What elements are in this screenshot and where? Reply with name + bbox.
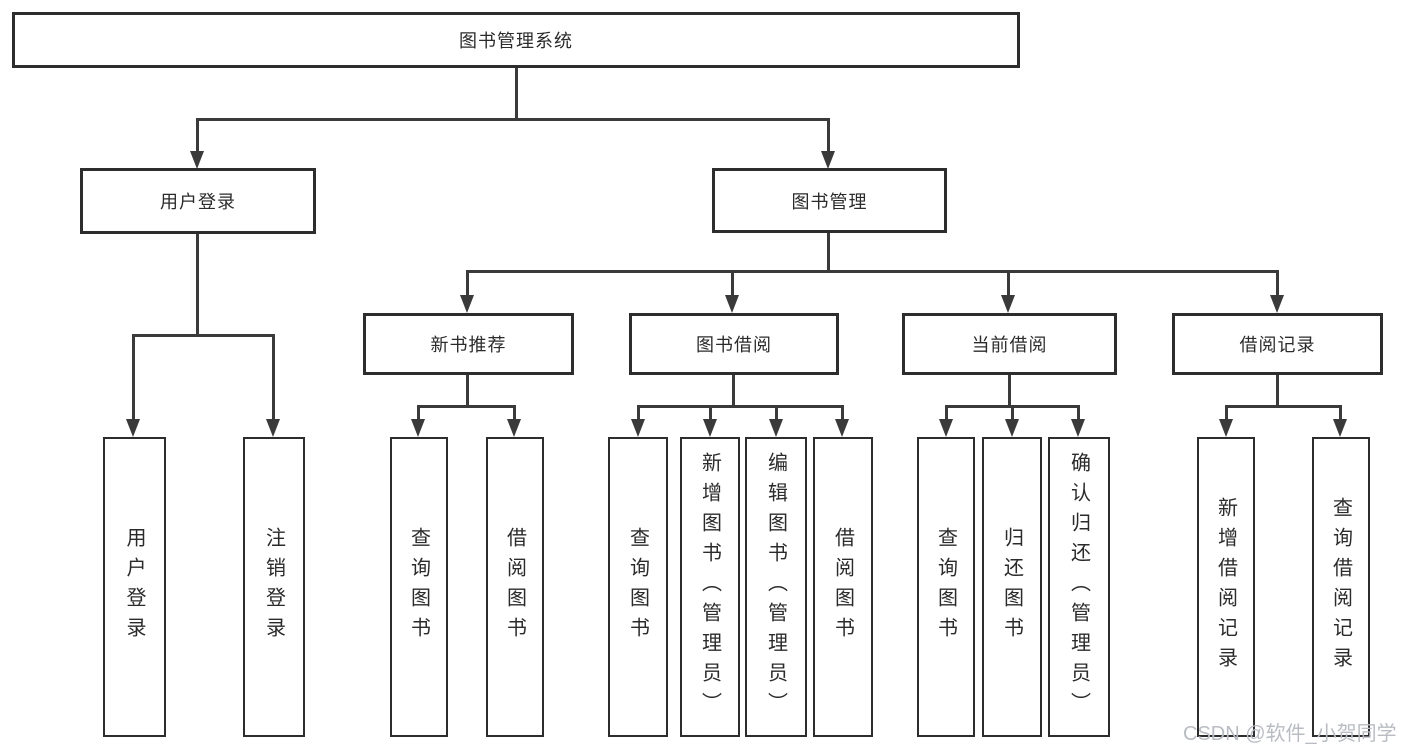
node-label: 编辑图书（管理员） bbox=[764, 452, 787, 722]
arrowhead-down-icon bbox=[266, 419, 280, 437]
connector-drop-current-borrow bbox=[1007, 270, 1010, 297]
node-label: 借阅图书 bbox=[831, 527, 854, 647]
connector-drop-cb-query bbox=[945, 405, 948, 421]
node-label: 借阅记录 bbox=[1239, 335, 1316, 355]
node-label: 图书借阅 bbox=[696, 335, 772, 355]
connector-new-book-rail bbox=[417, 405, 516, 408]
node-label: 查询图书 bbox=[626, 527, 649, 647]
connector-drop-cb-confirm bbox=[1077, 405, 1080, 421]
arrowhead-down-icon bbox=[939, 419, 953, 437]
connector-root-rail bbox=[196, 118, 830, 121]
arrowhead-down-icon bbox=[1001, 295, 1015, 313]
node-label: 借阅图书 bbox=[503, 527, 526, 647]
connector-book-borrow-rail bbox=[637, 405, 844, 408]
node-label: 归还图书 bbox=[1000, 527, 1023, 647]
node-label: 图书管理系统 bbox=[459, 31, 573, 51]
node-borrowing-records: 借阅记录 bbox=[1172, 313, 1383, 375]
node-label: 新增借阅记录 bbox=[1214, 497, 1237, 677]
arrowhead-down-icon bbox=[190, 151, 204, 169]
node-label: 当前借阅 bbox=[971, 335, 1048, 355]
node-label: 注销登录 bbox=[262, 527, 285, 647]
node-book-management: 图书管理 bbox=[712, 168, 947, 233]
connector-drop-br-add bbox=[1225, 405, 1228, 421]
node-label: 用户登录 bbox=[123, 527, 145, 647]
arrowhead-down-icon bbox=[631, 419, 645, 437]
connector-book-mgmt-stem bbox=[827, 233, 830, 273]
connector-user-login-rail bbox=[132, 334, 275, 337]
arrowhead-down-icon bbox=[703, 419, 717, 437]
node-label: 新增图书（管理员） bbox=[698, 452, 721, 722]
node-leaf-user-login: 用户登录 bbox=[103, 437, 166, 737]
node-current-borrowing: 当前借阅 bbox=[902, 313, 1117, 375]
node-leaf-bb-query-books: 查询图书 bbox=[608, 437, 668, 737]
arrowhead-down-icon bbox=[411, 419, 425, 437]
connector-borrow-record-stem bbox=[1276, 375, 1279, 407]
connector-drop-nb-borrow bbox=[513, 405, 516, 421]
node-leaf-cb-query-books: 查询图书 bbox=[917, 437, 975, 737]
node-label: 新书推荐 bbox=[430, 335, 507, 355]
connector-drop-br-query bbox=[1339, 405, 1342, 421]
connector-drop-user-login bbox=[196, 118, 199, 152]
arrowhead-down-icon bbox=[725, 295, 739, 313]
node-user-login: 用户登录 bbox=[80, 168, 316, 234]
node-leaf-bb-borrow-books: 借阅图书 bbox=[813, 437, 873, 737]
connector-drop-borrow-record bbox=[1276, 270, 1279, 297]
connector-drop-new-book bbox=[466, 270, 469, 297]
arrowhead-down-icon bbox=[769, 419, 783, 437]
connector-drop-bb-edit bbox=[775, 405, 778, 421]
connector-drop-book-mgmt bbox=[827, 118, 830, 152]
arrowhead-down-icon bbox=[1005, 419, 1019, 437]
connector-user-login-stem bbox=[196, 234, 199, 336]
arrowhead-down-icon bbox=[835, 419, 849, 437]
node-leaf-bb-edit-books-admin: 编辑图书（管理员） bbox=[745, 437, 807, 737]
node-leaf-cb-confirm-return-admin: 确认归还（管理员） bbox=[1048, 437, 1110, 737]
node-leaf-nb-borrow-books: 借阅图书 bbox=[486, 437, 544, 737]
node-label: 用户登录 bbox=[160, 192, 236, 212]
arrowhead-down-icon bbox=[126, 419, 140, 437]
arrowhead-down-icon bbox=[821, 151, 835, 169]
node-root-library-management-system: 图书管理系统 bbox=[12, 12, 1020, 68]
connector-drop-logout-leaf bbox=[272, 334, 275, 420]
node-leaf-logout: 注销登录 bbox=[243, 437, 305, 737]
connector-drop-user-login-leaf bbox=[132, 334, 135, 420]
arrowhead-down-icon bbox=[1333, 419, 1347, 437]
arrowhead-down-icon bbox=[507, 419, 521, 437]
node-book-borrowing: 图书借阅 bbox=[629, 313, 839, 375]
arrowhead-down-icon bbox=[1071, 419, 1085, 437]
connector-book-mgmt-rail bbox=[466, 270, 1279, 273]
node-leaf-br-query-record: 查询借阅记录 bbox=[1312, 437, 1370, 737]
node-label: 查询图书 bbox=[934, 527, 957, 647]
node-label: 图书管理 bbox=[791, 191, 868, 212]
connector-drop-bb-query bbox=[637, 405, 640, 421]
connector-current-borrow-stem bbox=[1008, 375, 1011, 407]
node-label: 查询借阅记录 bbox=[1329, 497, 1352, 677]
connector-drop-book-borrow bbox=[731, 270, 734, 297]
connector-drop-nb-query bbox=[417, 405, 420, 421]
connector-book-borrow-stem bbox=[732, 375, 735, 407]
node-label: 查询图书 bbox=[407, 527, 430, 647]
csdn-watermark: CSDN @软件_小贺同学 bbox=[1183, 723, 1397, 745]
node-leaf-br-add-record: 新增借阅记录 bbox=[1197, 437, 1255, 737]
node-leaf-nb-query-books: 查询图书 bbox=[390, 437, 448, 737]
arrowhead-down-icon bbox=[1219, 419, 1233, 437]
node-label: 确认归还（管理员） bbox=[1067, 452, 1090, 722]
arrowhead-down-icon bbox=[460, 295, 474, 313]
arrowhead-down-icon bbox=[1270, 295, 1284, 313]
connector-new-book-stem bbox=[466, 375, 469, 407]
connector-root-stem bbox=[515, 68, 518, 120]
connector-drop-bb-borrow bbox=[841, 405, 844, 421]
connector-borrow-record-rail bbox=[1225, 405, 1342, 408]
node-new-book-recommend: 新书推荐 bbox=[363, 313, 574, 375]
node-leaf-cb-return-books: 归还图书 bbox=[982, 437, 1042, 737]
connector-drop-bb-add bbox=[709, 405, 712, 421]
node-leaf-bb-add-books-admin: 新增图书（管理员） bbox=[680, 437, 740, 737]
connector-drop-cb-return bbox=[1011, 405, 1014, 421]
